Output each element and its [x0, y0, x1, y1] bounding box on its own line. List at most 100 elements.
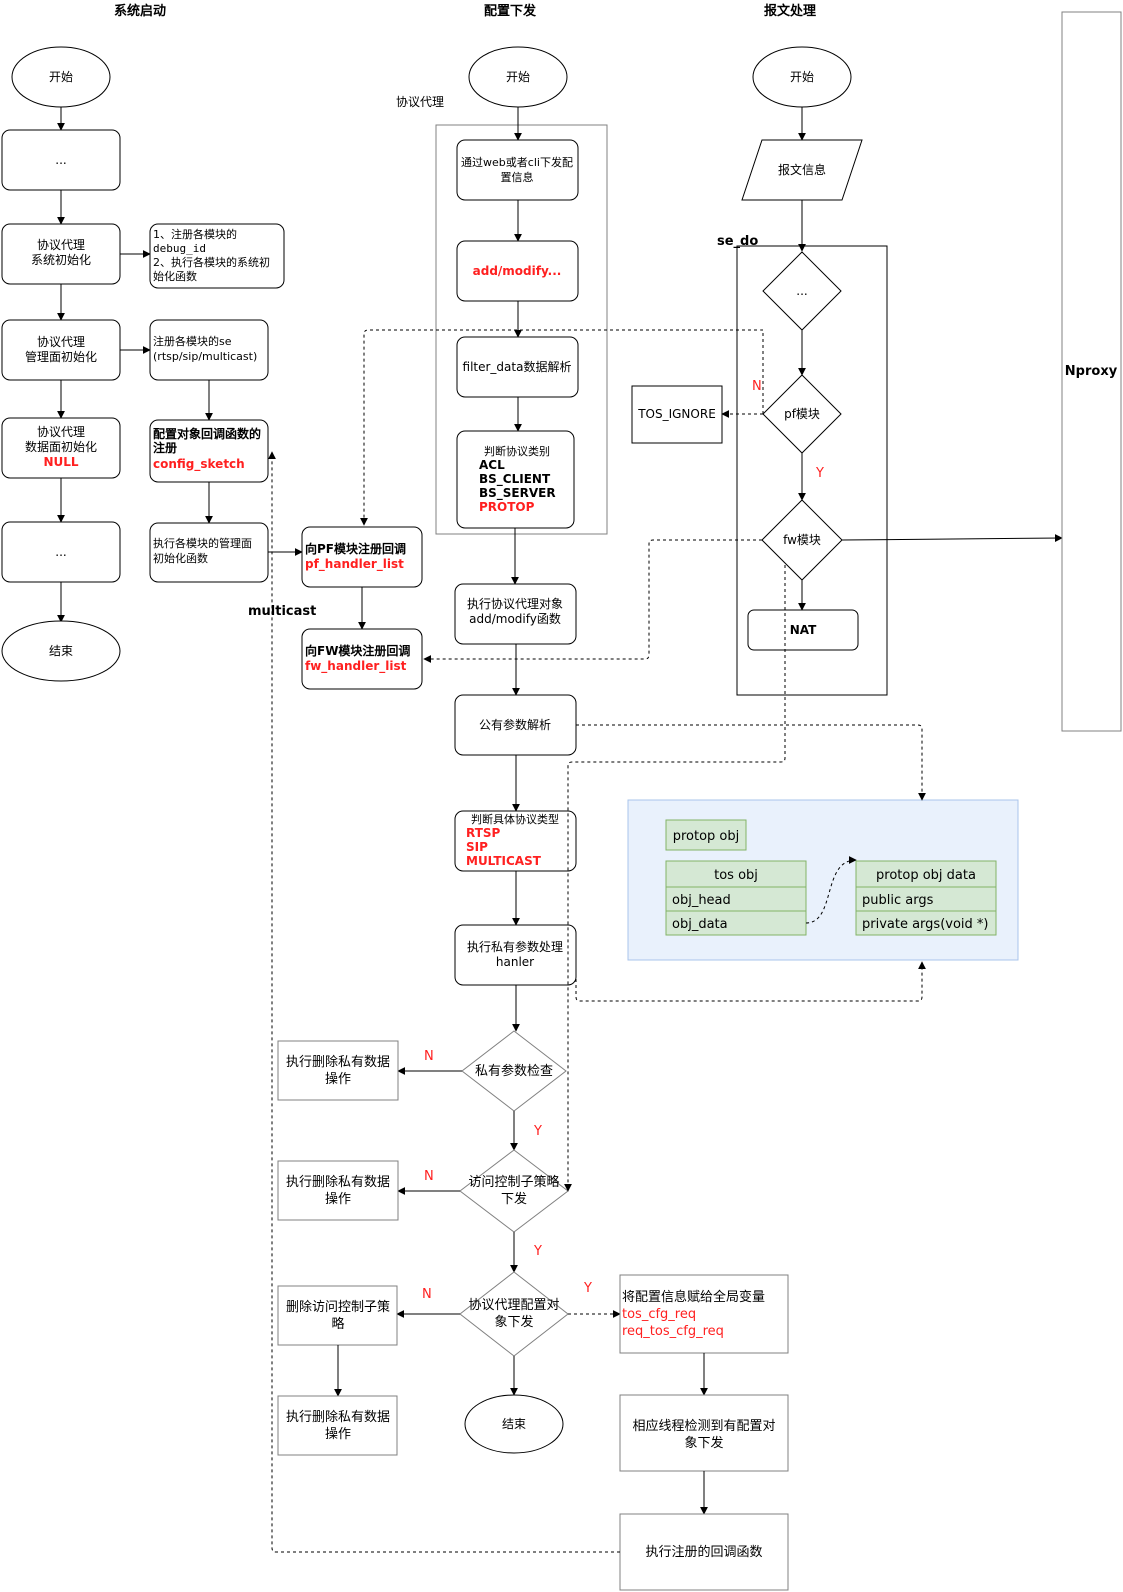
mgmt-init-line-1: 协议代理: [37, 334, 85, 349]
fw-register-label: 向FW模块注册回调: [305, 643, 410, 658]
delete-private-1[interactable]: [277, 1040, 399, 1101]
thread-detect-node[interactable]: [619, 1394, 789, 1472]
nat-node[interactable]: [747, 609, 859, 651]
public-args-label: public args: [862, 893, 934, 908]
protop-obj-data-label: protop obj data: [876, 868, 976, 883]
exec-callback-label: 执行注册的回调函数: [645, 1544, 762, 1560]
specific-protocol-title: 判断具体协议类型: [471, 812, 559, 826]
startup-end-label: 结束: [49, 644, 73, 658]
startup-start-label: 开始: [49, 70, 73, 84]
proxy-object-line-2: 象下发: [494, 1314, 533, 1330]
data-init-line-1: 协议代理: [37, 424, 85, 439]
fw-module-label: fw模块: [783, 533, 821, 547]
nproxy-label: Nproxy: [1065, 364, 1118, 379]
specific-rtsp: RTSP: [466, 826, 501, 840]
nproxy-node[interactable]: [1061, 11, 1122, 732]
note-register-se-1: 注册各模块的se: [153, 334, 232, 348]
delete-private-2[interactable]: [277, 1160, 399, 1221]
dots-diamond-label: ...: [796, 284, 807, 298]
se-do-group: [736, 245, 888, 696]
obj-head-row[interactable]: [665, 886, 807, 912]
header-packet: 报文处理: [764, 3, 816, 19]
tos-ignore-label: TOS_IGNORE: [637, 407, 716, 421]
pf-y-label: Y: [815, 466, 824, 481]
assign-req-tos-cfg: req_tos_cfg_req: [622, 1324, 724, 1339]
tos-obj-header[interactable]: [665, 860, 807, 888]
packet-info-node[interactable]: [741, 139, 863, 201]
filter-data-label: filter_data数据解析: [463, 359, 572, 374]
tos-ignore-node[interactable]: [631, 385, 723, 444]
delete-private-3[interactable]: [277, 1395, 398, 1456]
delete-private-1-line-1: 执行删除私有数据: [286, 1055, 390, 1070]
judge-protocol-title: 判断协议类别: [484, 444, 550, 458]
specific-sip: SIP: [466, 840, 488, 854]
common-args-label: 公有参数解析: [479, 717, 551, 732]
web-cli-line-1: 通过web或者cli下发配: [461, 155, 573, 169]
note-config-callback-1: 配置对象回调函数的: [153, 426, 261, 441]
note-sys-init-3: 2、执行各模块的系统初: [153, 255, 270, 269]
delete-acl-line-1: 删除访问控制子策: [286, 1299, 390, 1315]
protop-obj-data-header[interactable]: [855, 860, 997, 888]
pf-module-label: pf模块: [784, 407, 820, 421]
config-start-label: 开始: [506, 70, 530, 84]
thread-detect-line-1: 相应线程检测到有配置对: [632, 1418, 775, 1434]
acl-policy-line-1: 访问控制子策略: [468, 1174, 559, 1190]
startup-box-1-label: ...: [55, 153, 66, 167]
check-y-label: Y: [533, 1124, 542, 1139]
delete-private-3-line-1: 执行删除私有数据: [286, 1410, 390, 1425]
startup-column: 开始 ... 协议代理 系统初始化 1、注册各模块的 debug_id 2、执行…: [1, 46, 423, 690]
note-config-callback-red: config_sketch: [153, 457, 245, 472]
packet-column: 开始 报文信息 se_do ... pf模块 N Y TOS_IGNORE fw…: [631, 11, 1122, 732]
acl-policy-diamond[interactable]: [459, 1149, 569, 1233]
data-init-line-2: 数据面初始化: [25, 439, 97, 454]
acl-y-label: Y: [533, 1244, 542, 1259]
delete-private-2-line-2: 操作: [325, 1191, 351, 1207]
specific-multicast: MULTICAST: [466, 854, 542, 868]
se-do-label: se_do: [717, 234, 758, 249]
fw-register-node[interactable]: [301, 628, 423, 690]
pf-n-label: N: [752, 379, 762, 394]
config-end-node[interactable]: [464, 1394, 564, 1454]
delete-private-1-line-2: 操作: [325, 1071, 351, 1087]
mgmt-init-line-2: 管理面初始化: [25, 349, 97, 364]
web-cli-node[interactable]: [456, 139, 579, 201]
dashed-connectors: [268, 329, 926, 1553]
assign-tos-cfg: tos_cfg_req: [622, 1307, 696, 1322]
proxy-object-diamond[interactable]: [459, 1271, 569, 1357]
exec-add-modify-2: add/modify函数: [469, 611, 561, 626]
packet-info-label: 报文信息: [778, 162, 826, 177]
check-n-label: N: [424, 1049, 434, 1064]
note-sys-init-1: 1、注册各模块的: [153, 227, 237, 241]
note-sys-init-4: 始化函数: [153, 269, 197, 283]
note-mgmt-func-2: 初始化函数: [153, 551, 208, 565]
obj-data-row[interactable]: [665, 910, 807, 936]
acl-policy-line-2: 下发: [501, 1191, 527, 1207]
delete-acl-line-2: 略: [331, 1316, 344, 1332]
web-cli-line-2: 置信息: [501, 170, 534, 184]
thread-detect-line-2: 象下发: [684, 1435, 723, 1451]
private-args-row[interactable]: [855, 910, 997, 936]
private-handler-1: 执行私有参数处理: [467, 939, 563, 954]
note-sys-init[interactable]: [149, 223, 285, 289]
sys-init-line-2: 系统初始化: [31, 253, 91, 267]
nat-label: NAT: [790, 623, 817, 637]
note-mgmt-func-1: 执行各模块的管理面: [153, 536, 252, 550]
proxy-object-line-1: 协议代理配置对: [468, 1298, 559, 1313]
fw-register-red: fw_handler_list: [305, 659, 407, 674]
data-init-null: NULL: [43, 455, 78, 469]
delete-private-3-line-2: 操作: [325, 1426, 351, 1442]
judge-protop: PROTOP: [479, 500, 535, 514]
startup-end-node[interactable]: [1, 620, 121, 682]
note-config-callback-2: 注册: [153, 440, 177, 455]
obj-head-label: obj_head: [672, 893, 731, 908]
public-args-row[interactable]: [855, 886, 997, 912]
multicast-label: multicast: [248, 604, 316, 619]
pf-register-label: 向PF模块注册回调: [305, 541, 406, 556]
protop-obj-box[interactable]: [665, 819, 747, 851]
acl-n-label: N: [424, 1169, 434, 1184]
delete-acl-policy[interactable]: [277, 1285, 398, 1346]
judge-acl: ACL: [479, 458, 505, 472]
config-column: 协议代理 开始 通过web或者cli下发配 置信息 add/modify... …: [277, 46, 789, 1591]
pf-register-red: pf_handler_list: [305, 557, 404, 572]
private-args-label: private args(void *): [862, 917, 989, 932]
